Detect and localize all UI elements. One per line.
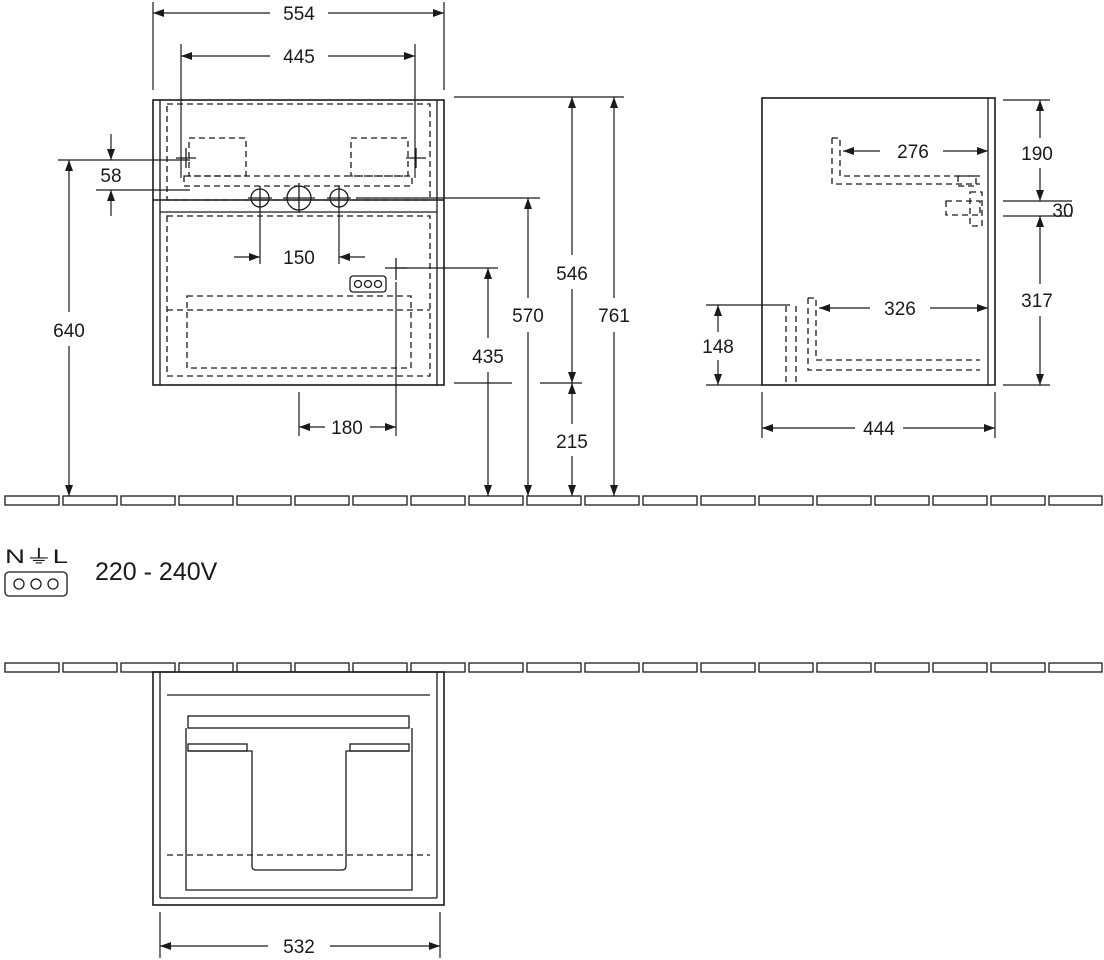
dim-drain-height: 435	[472, 347, 504, 368]
floor-segment	[468, 495, 524, 506]
dim-pipe: 30	[1052, 201, 1073, 222]
floor-segment	[874, 495, 930, 506]
floor-segment	[294, 662, 350, 673]
floor-segment	[816, 662, 872, 673]
floor-segment	[410, 495, 466, 506]
dim-depth: 444	[863, 419, 895, 440]
top-view: 532	[152, 671, 445, 958]
floor-segment	[932, 495, 988, 506]
dim-bottom-drawer-depth: 326	[884, 299, 916, 320]
voltage-label: 220 - 240V	[95, 558, 218, 586]
front-view: 554 445 58 150 180	[53, 2, 630, 496]
floor-segment	[874, 662, 930, 673]
dim-top-section: 190	[1021, 144, 1053, 165]
dim-inner-width: 532	[283, 937, 315, 958]
floor-segment	[526, 662, 582, 673]
floor-segment	[468, 662, 524, 673]
floor-segment	[700, 662, 756, 673]
floor-segment	[932, 662, 988, 673]
dim-lower-section: 317	[1021, 291, 1053, 312]
floor-segment	[410, 662, 466, 673]
floor-segment	[816, 495, 872, 506]
dim-basin-width: 445	[283, 47, 315, 68]
floor-segment	[62, 495, 118, 506]
floor-segment	[352, 495, 408, 506]
electrical-legend: N⏚L 220 - 240V	[4, 547, 218, 597]
dim-top-drawer-depth: 276	[897, 142, 929, 163]
floor-segment	[526, 495, 582, 506]
terminal-labels: N⏚L	[5, 547, 68, 568]
floor-segment	[758, 495, 814, 506]
floor-segment	[584, 662, 640, 673]
floor-segment	[178, 495, 234, 506]
floor-segment	[236, 495, 292, 506]
floor-segment	[120, 662, 176, 673]
dim-tap-spacing: 150	[283, 248, 315, 269]
dim-total-height: 761	[598, 306, 630, 327]
tap-hole-right	[327, 186, 351, 210]
tap-hole-center	[283, 183, 315, 213]
floor-segment	[294, 495, 350, 506]
floor-line	[4, 495, 1103, 506]
floor-segment	[120, 495, 176, 506]
dim-offset-58: 58	[100, 166, 121, 187]
tap-hole-left	[248, 186, 272, 210]
floor-segment	[700, 495, 756, 506]
floor-segment	[1048, 662, 1103, 673]
dim-outlet-offset: 180	[331, 418, 363, 439]
dim-body-height: 546	[556, 264, 588, 285]
floor-segment	[642, 662, 698, 673]
socket-symbol-icon	[4, 571, 68, 597]
floor-segment	[178, 662, 234, 673]
socket-outlet-icon	[349, 275, 387, 293]
dim-overall-width: 554	[283, 4, 315, 25]
dim-socket-height: 640	[53, 321, 85, 342]
dim-siphon-height: 148	[702, 337, 734, 358]
floor-segment	[1048, 495, 1103, 506]
floor-segment	[4, 495, 60, 506]
floor-segment	[990, 495, 1046, 506]
floor-segment	[758, 662, 814, 673]
floor-segment	[990, 662, 1046, 673]
floor-segment	[584, 495, 640, 506]
floor-segment	[62, 662, 118, 673]
wall-line	[4, 662, 1103, 673]
dim-supply-height: 570	[512, 306, 544, 327]
floor-segment	[4, 662, 60, 673]
floor-segment	[236, 662, 292, 673]
side-view: 276 326 190 30 317 148	[702, 97, 1074, 440]
floor-segment	[642, 495, 698, 506]
floor-segment	[352, 662, 408, 673]
dim-floor-gap: 215	[556, 432, 588, 453]
